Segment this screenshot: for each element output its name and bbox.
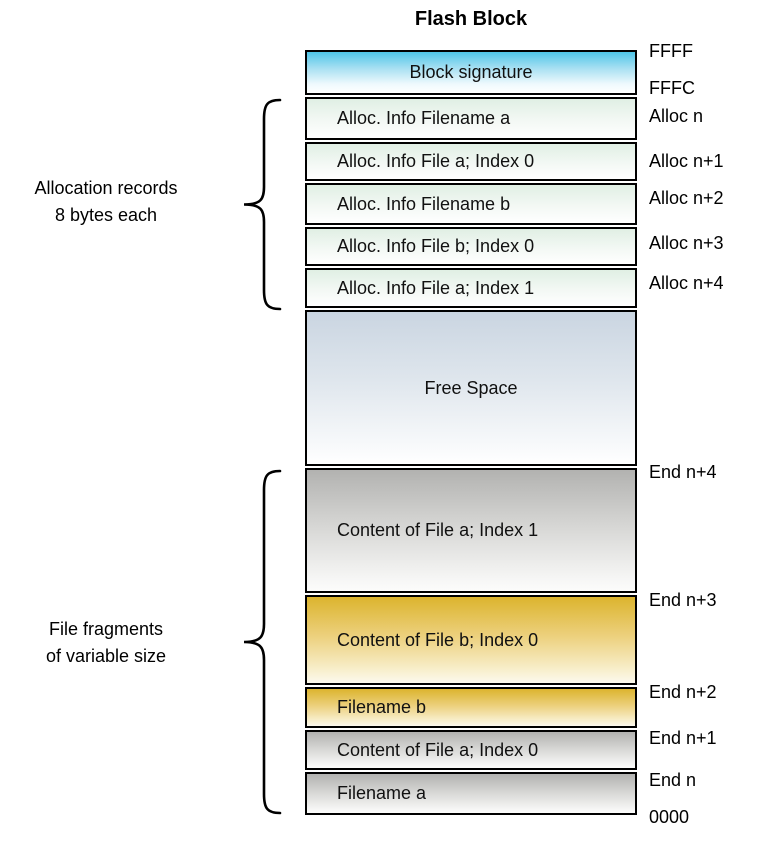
address-end-n: End n: [649, 770, 697, 790]
allocation-records-label-line1: Allocation records: [34, 178, 178, 198]
block-row-alloc-info-filename-a: Alloc. Info Filename a: [305, 97, 637, 140]
address-alloc-n: Alloc n: [649, 106, 704, 126]
row-label: Filename a: [337, 783, 427, 803]
row-label: Filename b: [337, 697, 427, 717]
file-fragments-brace-icon: [243, 469, 282, 815]
block-row-alloc-info-filename-b: Alloc. Info Filename b: [305, 183, 637, 225]
address-end-n4: End n+4: [649, 462, 717, 482]
file-fragments-label: File fragments of variable size: [0, 616, 212, 670]
block-row-alloc-info-file-a-index-1: Alloc. Info File a; Index 1: [305, 268, 637, 308]
address-ffff: FFFF: [649, 41, 693, 61]
address-0000: 0000: [649, 807, 690, 827]
allocation-records-brace-icon: [243, 98, 282, 311]
address-end-n1: End n+1: [649, 728, 717, 748]
address-end-n3: End n+3: [649, 590, 717, 610]
block-row-free-space: Free Space: [305, 310, 637, 466]
block-row-signature: Block signature: [305, 50, 637, 95]
allocation-records-label-line2: 8 bytes each: [54, 205, 158, 225]
row-label: Alloc. Info Filename a: [337, 108, 511, 128]
block-row-filename-b: Filename b: [305, 687, 637, 728]
address-alloc-n4: Alloc n+4: [649, 273, 724, 293]
block-row-content-file-a-index-0: Content of File a; Index 0: [305, 730, 637, 770]
row-label: Content of File a; Index 1: [337, 520, 539, 540]
row-label: Alloc. Info File a; Index 0: [337, 151, 535, 171]
address-alloc-n1: Alloc n+1: [649, 151, 724, 171]
address-alloc-n3: Alloc n+3: [649, 233, 724, 253]
row-label: Content of File b; Index 0: [337, 629, 539, 650]
diagram-title: Flash Block: [414, 8, 528, 30]
block-row-filename-a: Filename a: [305, 772, 637, 815]
row-label: Alloc. Info Filename b: [337, 193, 511, 214]
file-fragments-label-line2: of variable size: [45, 646, 167, 666]
block-row-content-file-a-index-1: Content of File a; Index 1: [305, 468, 637, 593]
address-end-n2: End n+2: [649, 682, 717, 702]
block-row-alloc-info-file-a-index-0: Alloc. Info File a; Index 0: [305, 142, 637, 181]
row-label: Alloc. Info File a; Index 1: [337, 277, 535, 298]
row-label: Free Space: [424, 377, 518, 398]
address-alloc-n2: Alloc n+2: [649, 188, 724, 208]
row-label: Alloc. Info File b; Index 0: [337, 236, 535, 256]
row-label: Content of File a; Index 0: [337, 739, 539, 760]
allocation-records-label: Allocation records 8 bytes each: [0, 175, 212, 229]
file-fragments-label-line1: File fragments: [48, 619, 164, 639]
address-fffc: FFFC: [649, 78, 695, 98]
row-label: Block signature: [409, 62, 533, 82]
block-row-content-file-b-index-0: Content of File b; Index 0: [305, 595, 637, 685]
block-row-alloc-info-file-b-index-0: Alloc. Info File b; Index 0: [305, 227, 637, 266]
